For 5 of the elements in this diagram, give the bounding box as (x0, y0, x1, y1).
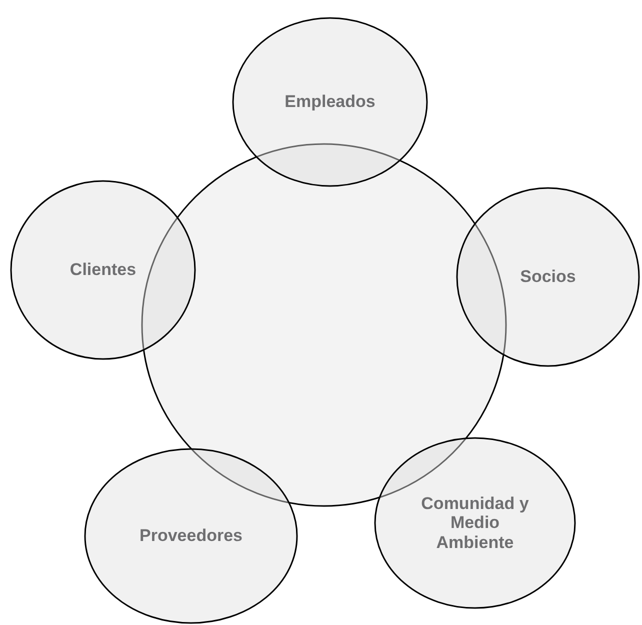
circle-label: Socios (520, 267, 576, 287)
circle-label: Empleados (284, 92, 376, 112)
circle-label: Clientes (70, 260, 136, 280)
circle-label: Comunidad y Medio Ambiente (420, 494, 530, 552)
circle-label: Proveedores (140, 526, 242, 546)
